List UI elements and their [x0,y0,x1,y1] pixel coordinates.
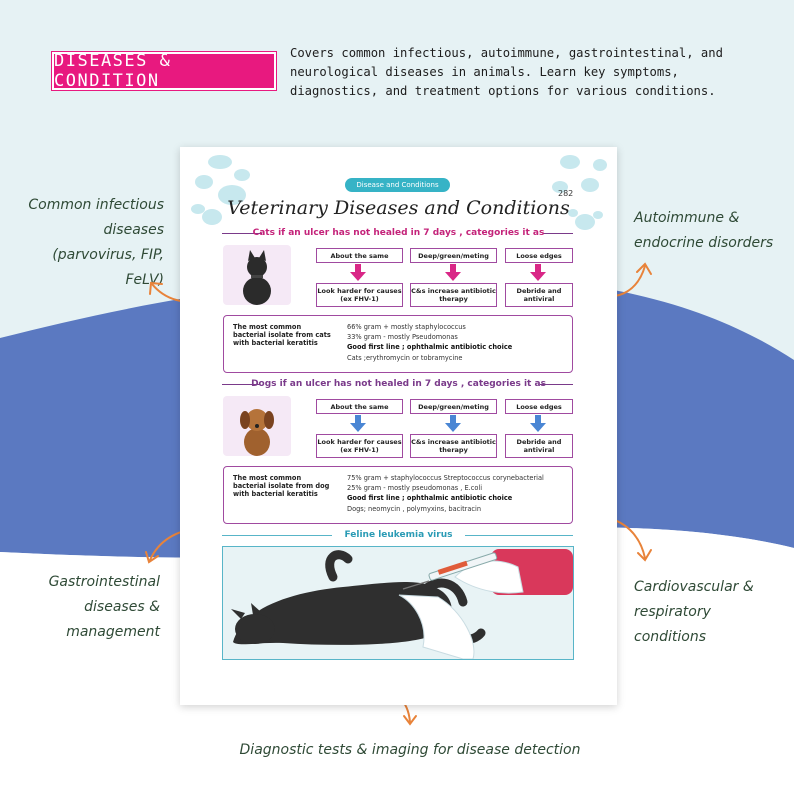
cats-info-box: The most common bacterial isolate from c… [223,315,573,373]
cats-heading-text: if an ulcer has not healed in 7 days , c… [274,228,545,238]
cats-category-box: Loose edges [505,248,573,263]
cats-info-line: 66% gram + mostly staphylococcus [347,323,466,331]
divider [543,233,573,234]
callout-cardiovascular: Cardiovascular & respiratory conditions [634,579,754,645]
dogs-action-box: C&s increase antibiotic therapy [410,434,497,458]
divider [540,384,573,385]
cats-info-drugs: Cats ;erythromycin or tobramycine [347,353,463,362]
dogs-category-box: Loose edges [505,399,573,414]
dogs-info-line: 25% gram - mostly pseudomonas , E.coli [347,484,483,493]
dogs-info-first-line: Good first line ; ophthalmic antibiotic … [347,494,513,503]
dogs-info-line: 75% gram + staphylococcus Streptococcus … [347,474,544,482]
cats-category-box: About the same [316,248,403,263]
cat-vaccination-icon [223,547,573,659]
dogs-info-label: The most common bacterial isolate from d… [233,474,330,498]
divider [222,233,262,234]
dogs-heading: Dogs if an ulcer has not healed in 7 day… [180,379,617,389]
page-title: Veterinary Diseases and Conditions [227,197,570,219]
down-arrow-icon [350,264,366,281]
cats-heading: Cats if an ulcer has not healed in 7 day… [180,228,617,238]
feline-leukemia-heading: Feline leukemia virus [344,530,453,540]
down-arrow-icon [445,415,461,432]
divider [465,535,573,536]
callout-gastrointestinal: Gastrointestinal diseases & management [48,574,160,640]
dogs-info-box: The most common bacterial isolate from d… [223,466,573,524]
feline-vaccination-illustration [222,546,574,660]
cats-action-box: Debride and antiviral [505,283,573,307]
dogs-info-lines: 75% gram + staphylococcus Streptococcus … [347,473,544,514]
cats-heading-animal: Cats [252,228,275,238]
cat-illustration [223,245,291,305]
cats-info-first-line: Good first line ; ophthalmic antibiotic … [347,343,513,352]
worksheet-page: Disease and Conditions 282 Veterinary Di… [180,147,617,705]
dog-illustration [223,396,291,456]
cats-action-box: Look harder for causes (ex FHV-1) [316,283,403,307]
divider [222,384,260,385]
cats-info-line: 33% gram - mostly Pseudomonas [347,333,458,342]
dogs-category-box: Deep/green/meting [410,399,497,414]
dog-icon [240,409,274,456]
divider [222,535,332,536]
dogs-heading-animal: Dogs [251,379,277,389]
dogs-category-box: About the same [316,399,403,414]
callout-autoimmune: Autoimmune & endocrine disorders [634,210,774,251]
dogs-action-box: Look harder for causes (ex FHV-1) [316,434,403,458]
down-arrow-icon [530,264,546,281]
intro-text: Covers common infectious, autoimmune, ga… [290,46,723,98]
cats-info-lines: 66% gram + mostly staphylococcus 33% gra… [347,322,512,363]
callout-infectious: Common infectious diseases (parvovirus, … [28,197,164,288]
section-badge: DISEASES & CONDITION [52,51,276,91]
dogs-heading-text: if an ulcer has not healed in 7 days , c… [276,379,546,389]
paw-print-decor-icon [191,155,607,230]
category-tag: Disease and Conditions [345,178,450,192]
down-arrow-icon [445,264,461,281]
down-arrow-icon [530,415,546,432]
down-arrow-icon [350,415,366,432]
cats-action-box: C&s increase antibiotic therapy [410,283,497,307]
cats-category-box: Deep/green/meting [410,248,497,263]
page-number: 282 [558,189,574,198]
callout-diagnostic: Diagnostic tests & imaging for disease d… [239,742,581,758]
cats-info-label: The most common bacterial isolate from c… [233,323,331,347]
cat-icon [243,250,271,305]
dogs-info-drugs: Dogs; neomycin , polymyxins, bacitracin [347,504,482,513]
dogs-action-box: Debride and antiviral [505,434,573,458]
